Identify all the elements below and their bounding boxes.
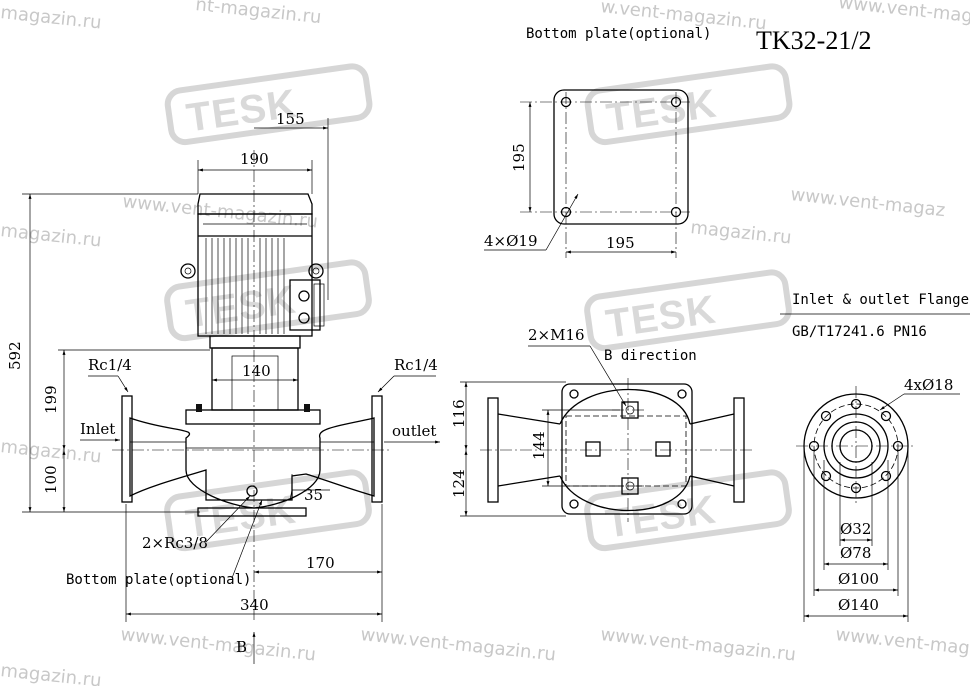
b-view-pad <box>655 441 671 457</box>
label-b-direction: B direction <box>604 348 697 364</box>
flange-view: Inlet & outlet Flange GB/T17241.6 PN16 4… <box>780 292 970 622</box>
model-title: TK32-21/2 <box>756 26 872 55</box>
watermark-site-text: magazin.ru <box>0 220 103 251</box>
b-direction-view: 2×M16 B direction 116 <box>450 326 754 522</box>
dim-plate-height: 195 <box>510 143 528 172</box>
watermark-site-text: www.vent-magazin.ru <box>359 624 556 665</box>
bottom-plate-outline <box>553 89 689 225</box>
dim-b-mid: 144 <box>530 431 548 460</box>
flange-bolt-hole <box>820 470 832 482</box>
watermark-site-text: nt-magazin.ru <box>194 0 322 28</box>
label-flange-holes: 4xØ18 <box>904 376 953 394</box>
watermark-site-text: magazin.ru <box>0 436 103 467</box>
label-b-view-arrow: B <box>236 638 247 656</box>
label-bolts: 2×M16 <box>528 326 585 344</box>
flange-bolt-hole <box>850 482 862 494</box>
dim-foot: 35 <box>304 486 323 504</box>
b-view-hole <box>677 499 687 509</box>
plate-view-heading: Bottom plate(optional) <box>526 26 711 42</box>
flange-bolt-hole <box>880 470 892 482</box>
watermark-site-text: www.vent-magazin.ru <box>834 624 970 665</box>
dim-flange-d3: Ø100 <box>838 570 879 588</box>
label-outlet: outlet <box>392 422 436 440</box>
inlet-flange <box>121 395 133 503</box>
label-inlet: Inlet <box>80 420 115 438</box>
watermark-site-text: magazin.ru <box>0 2 103 33</box>
b-view-hole <box>569 389 579 399</box>
seal-plate <box>185 409 321 425</box>
front-view: 155 190 592 199 100 140 Rc1/4 Rc1/4 Inle… <box>6 110 440 664</box>
watermark-site-text: www.vent-magaz <box>789 184 946 221</box>
dim-total-height: 592 <box>6 341 24 370</box>
watermark-site-text: www.vent-magazin.ru <box>121 191 318 232</box>
outlet-flange <box>371 395 383 503</box>
dim-b-lower: 124 <box>450 469 468 498</box>
flange-bolt-hole <box>880 410 892 422</box>
flange-standard: GB/T17241.6 PN16 <box>792 324 927 340</box>
terminal-box <box>289 279 321 331</box>
dim-lower-height: 100 <box>42 465 60 494</box>
dim-upper-height: 199 <box>42 385 60 414</box>
b-view-base <box>561 383 693 515</box>
motor-flange <box>209 335 301 349</box>
flange-bolt-hole <box>850 398 862 410</box>
dim-plate-width: 195 <box>606 234 635 252</box>
dim-flange-d1: Ø32 <box>840 520 871 538</box>
dim-motor-width: 190 <box>240 150 269 168</box>
dim-flange-d4: Ø140 <box>838 596 879 614</box>
pump-volute <box>129 417 375 509</box>
flange-bolt-hole <box>820 410 832 422</box>
b-view-volute <box>559 389 691 511</box>
watermark-site-text: www.vent-magazin.ru <box>119 624 316 665</box>
b-view-hole <box>677 389 687 399</box>
watermark-site-text: magazin.ru <box>0 660 103 686</box>
label-plate-holes: 4×Ø19 <box>484 232 538 250</box>
label-rc-left: Rc1/4 <box>88 356 132 374</box>
lifting-eye-left <box>180 263 196 279</box>
watermark-site-text: www.vent-magaz <box>837 0 970 29</box>
cable-gland <box>298 312 310 324</box>
flange-view-heading: Inlet & outlet Flange <box>792 292 969 308</box>
watermark-site-text: magazin.ru <box>689 217 792 248</box>
dim-flange-d2: Ø78 <box>840 544 871 562</box>
b-view-hole <box>569 499 579 509</box>
cable-gland <box>298 290 310 302</box>
b-view-pipes <box>497 413 735 487</box>
watermark-logo: TESK <box>164 63 373 146</box>
label-drain: 2×Rc3/8 <box>142 534 208 552</box>
dim-body-width: 140 <box>242 362 271 380</box>
watermark-logo: TESK <box>584 269 792 352</box>
dim-half-length: 170 <box>306 554 335 572</box>
b-view-pad <box>585 441 601 457</box>
dim-length: 340 <box>240 596 269 614</box>
drain-plug <box>246 485 258 497</box>
dim-b-upper: 116 <box>450 399 468 428</box>
watermark-logo: TESK <box>164 259 372 342</box>
watermark-site-text: www.vent-magazin.ru <box>599 624 796 665</box>
label-bottom-plate-front: Bottom plate(optional) <box>66 572 251 588</box>
lifting-eye-right <box>308 263 324 279</box>
motor-cooling-fins <box>198 223 312 334</box>
label-rc-right: Rc1/4 <box>394 356 438 374</box>
dim-motor-offset: 155 <box>276 110 305 128</box>
bottom-plate-view: Bottom plate(optional) 195 195 4×Ø19 <box>484 26 711 258</box>
